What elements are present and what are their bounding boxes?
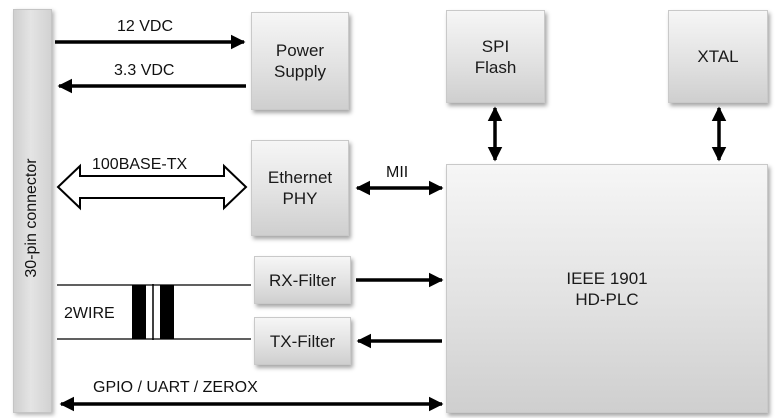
- spi-flash-block: SPI Flash: [446, 10, 545, 103]
- label-gpio: GPIO / UART / ZEROX: [93, 379, 258, 396]
- label-33vdc: 3.3 VDC: [114, 62, 175, 79]
- tx-filter-block: TX-Filter: [254, 317, 351, 365]
- transformer-core-right: [160, 285, 174, 339]
- label-mii: MII: [386, 164, 409, 181]
- power-supply-block: Power Supply: [251, 12, 349, 110]
- transformer-core-left: [132, 285, 146, 339]
- label-2wire: 2WIRE: [64, 305, 115, 322]
- xtal-block: XTAL: [668, 10, 768, 103]
- label-100base-tx: 100BASE-TX: [92, 156, 188, 173]
- ethernet-phy-block: Ethernet PHY: [251, 140, 349, 236]
- hd-plc-block: IEEE 1901 HD-PLC: [446, 164, 768, 413]
- connector-block: [13, 9, 52, 413]
- label-12vdc: 12 VDC: [117, 18, 174, 35]
- arrow-100base-tx: [56, 163, 248, 211]
- rx-filter-block: RX-Filter: [254, 256, 351, 304]
